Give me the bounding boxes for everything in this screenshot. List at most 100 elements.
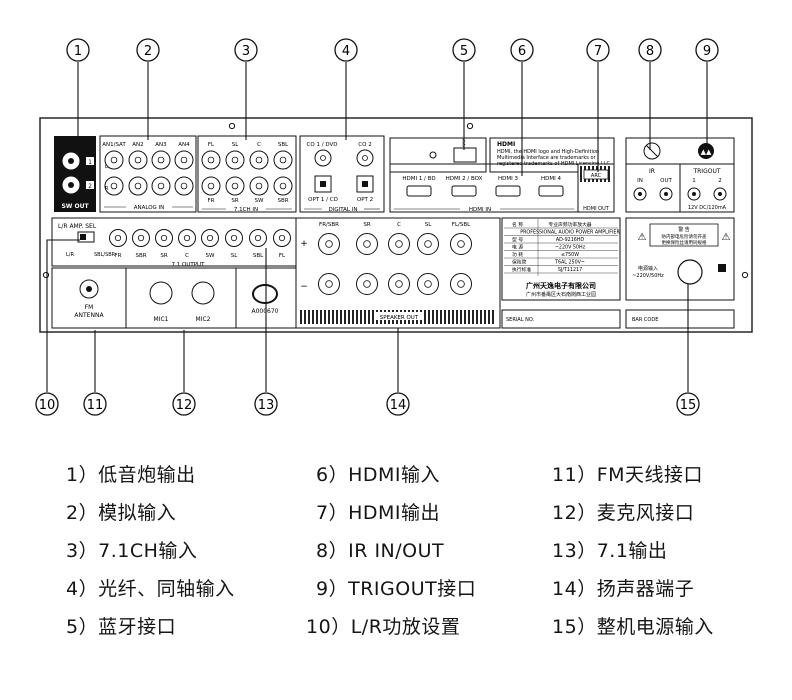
out71-jack-2[interactable]	[132, 229, 150, 247]
out71-jack-1[interactable]	[109, 229, 127, 247]
ch71-in-section: FL SL C SBL FR SR SW SBR 7.1CH IN	[197, 135, 297, 213]
analog-jack-l-1[interactable]	[104, 150, 124, 170]
ch71-top-0: FL	[208, 142, 215, 148]
hdmi-label-2: HDMI 3	[498, 176, 518, 182]
screw-hole	[741, 271, 749, 279]
analog-label-1: AN2	[132, 142, 143, 148]
hdmi-in-port-1[interactable]	[406, 185, 432, 197]
hdmi-out-port[interactable]	[583, 169, 609, 180]
speaker-post-plus-5[interactable]	[450, 233, 472, 255]
hdmi-in-port-2[interactable]	[451, 185, 477, 197]
speaker-post-plus-4[interactable]	[417, 233, 439, 255]
analog-jack-l-3[interactable]	[151, 150, 171, 170]
out71-jack-7[interactable]	[249, 229, 267, 247]
ch71-in-jack-bottom-3[interactable]	[249, 176, 269, 196]
legend-item-8: 8）IR IN/OUT	[316, 540, 445, 562]
ch71-in-jack-top-2[interactable]	[225, 150, 245, 170]
analog-label-0: AN1/SAT	[102, 142, 126, 148]
fm-label-0: FM	[85, 304, 94, 311]
warning-title: 警 告	[678, 226, 690, 233]
speaker-post-minus-5[interactable]	[450, 273, 472, 295]
spec-value-5: T6AL 250V~	[554, 260, 585, 266]
ir-out-label: OUT	[660, 178, 672, 184]
speaker-post-minus-3[interactable]	[388, 273, 410, 295]
hdmi-label-3: HDMI 4	[541, 176, 561, 182]
mic1-jack[interactable]	[149, 281, 173, 305]
arc-label: ARC	[591, 173, 602, 179]
spec-value-1: PROFESSIONAL AUDIO POWER AMPLIFIER	[520, 230, 620, 236]
hdmi-in-port-3[interactable]	[495, 185, 521, 197]
speaker-post-minus-4-center	[424, 280, 432, 288]
out71-jack-8[interactable]	[273, 229, 291, 247]
speaker-post-minus-2[interactable]	[356, 273, 378, 295]
mic2-jack[interactable]	[191, 281, 215, 305]
ch71-in-jack-top-4[interactable]	[273, 150, 293, 170]
analog-jack-r-2[interactable]	[128, 176, 148, 196]
legend-item-11: 11）FM天线接口	[552, 464, 704, 486]
analog-jack-r-3[interactable]	[151, 176, 171, 196]
speaker-post-minus-1[interactable]	[318, 273, 340, 295]
out71-jack-6[interactable]	[225, 229, 243, 247]
out71-jack-3[interactable]	[155, 229, 173, 247]
ir-label: IR	[649, 168, 655, 175]
ch71-bottom-0: FR	[208, 198, 215, 204]
analog-jack-r-4-center	[180, 182, 188, 190]
analog-jack-l-4[interactable]	[174, 150, 194, 170]
analog-jack-l-2[interactable]	[128, 150, 148, 170]
coax-jack-2[interactable]	[356, 149, 374, 167]
serial-label: SERIAL NO.	[506, 317, 535, 323]
spec-value-4: ≤750W	[561, 252, 579, 258]
spec-key-0: 名 称	[512, 221, 523, 228]
speaker-label-2: C	[397, 222, 401, 228]
callout-number-2: 2	[144, 44, 152, 59]
power-inlet[interactable]	[677, 259, 703, 285]
hdmi-in-port-4[interactable]	[538, 185, 564, 197]
ch71-in-jack-bottom-1[interactable]	[201, 176, 221, 196]
speaker-post-plus-3[interactable]	[388, 233, 410, 255]
legend-item-12: 12）麦克风接口	[552, 502, 695, 524]
out71-jack-5[interactable]	[201, 229, 219, 247]
ce-mark-icon	[698, 143, 714, 159]
ch71-top-2: C	[257, 142, 261, 148]
speaker-post-plus-1-center	[325, 240, 333, 248]
analog-jack-l-4-center	[180, 156, 188, 164]
callout-number-5: 5	[460, 44, 468, 59]
callout-number-1: 1	[74, 44, 82, 59]
speaker-post-minus-3-center	[395, 280, 403, 288]
legend-item-7: 7）HDMI输出	[316, 502, 441, 524]
out71-jack-1-center	[114, 234, 122, 242]
callout-number-7: 7	[594, 44, 602, 59]
callout-circle-9	[695, 38, 719, 62]
speaker-post-plus-2[interactable]	[356, 233, 378, 255]
bar-code-label: BAR CODE	[632, 317, 658, 323]
spec-key-3: 电 源	[512, 244, 523, 251]
screw-hole	[228, 122, 236, 130]
ch71-in-jack-top-1[interactable]	[201, 150, 221, 170]
plus-sign: +	[300, 239, 308, 249]
analog-jack-r-1[interactable]	[104, 176, 124, 196]
out71-jack-2-center	[137, 234, 145, 242]
ch71-in-jack-bottom-4[interactable]	[273, 176, 293, 196]
speaker-post-plus-1[interactable]	[318, 233, 340, 255]
ch71-in-jack-top-3[interactable]	[249, 150, 269, 170]
speaker-label-3: SL	[425, 222, 432, 228]
screw-hole	[466, 122, 474, 130]
ch71-bottom-3: SBR	[277, 198, 288, 204]
callout-circle-2	[136, 38, 160, 62]
svg-text:L: L	[105, 164, 108, 170]
screw-hole	[42, 271, 50, 279]
out71-jack-5-center	[206, 234, 214, 242]
ground-terminal[interactable]	[718, 264, 726, 272]
out71-jack-4[interactable]	[178, 229, 196, 247]
analog-jack-r-4[interactable]	[174, 176, 194, 196]
power-in-label-1: ~220V/50Hz	[632, 273, 664, 279]
hdmi-out-label: HDMI OUT	[583, 206, 610, 212]
analog-in-label: ANALOG IN	[134, 205, 165, 211]
coax-jack-1[interactable]	[314, 149, 332, 167]
callout-circle-6	[510, 38, 534, 62]
coax-label-1: CO 2	[358, 142, 371, 148]
ch71-in-jack-bottom-2[interactable]	[225, 176, 245, 196]
out71-label-3: C	[185, 253, 189, 259]
bluetooth-port[interactable]	[453, 147, 477, 163]
speaker-post-minus-4[interactable]	[417, 273, 439, 295]
